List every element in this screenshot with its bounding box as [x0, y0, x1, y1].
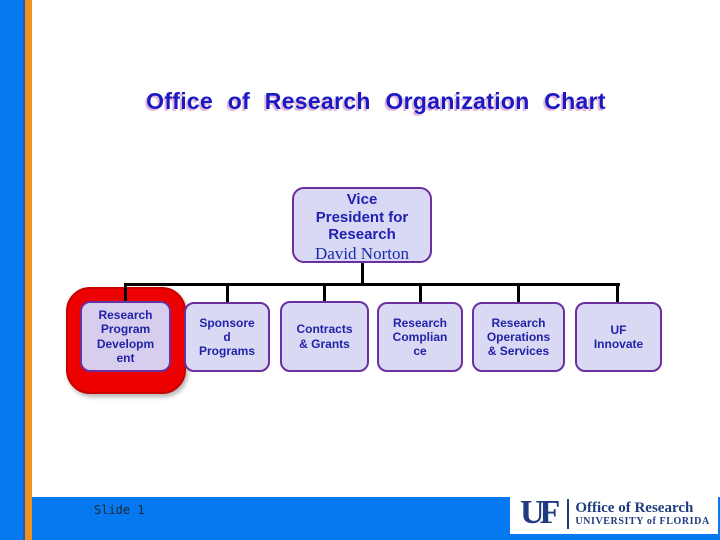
- slide-title: Office of Research Organization Chart: [146, 88, 606, 114]
- org-box-sponsored-programs: Sponsore d Programs: [184, 302, 270, 372]
- logo-unit-name: Office of Research: [575, 499, 694, 516]
- connector-drop-4: [419, 285, 422, 302]
- org-box-uf-innovate: UF Innovate: [575, 302, 662, 372]
- org-box-contracts-grants: Contracts & Grants: [280, 301, 369, 372]
- org-root-title: Vice President for Research: [315, 191, 409, 244]
- logo-divider: [567, 499, 570, 529]
- logo-institution-name: UNIVERSITY of FLORIDA: [575, 516, 710, 528]
- connector-drop-1: [124, 285, 127, 302]
- slide-number-label: Slide 1: [94, 503, 145, 517]
- left-stripe-divider: [23, 0, 25, 540]
- connector-horizontal: [124, 283, 620, 286]
- org-box-research-compliance: Research Complian ce: [377, 302, 463, 372]
- connector-drop-6: [616, 285, 619, 302]
- uf-monogram-icon: UF: [520, 494, 560, 531]
- connector-drop-5: [517, 285, 520, 302]
- connector-drop-3: [323, 285, 326, 302]
- org-root-name: David Norton: [315, 243, 409, 263]
- connector-drop-2: [226, 285, 229, 302]
- org-box-vice-president: Vice President for Research David Norton: [292, 187, 432, 263]
- connector-riser: [361, 262, 364, 284]
- uf-logo-plate: UF Office of Research UNIVERSITY of FLOR…: [510, 494, 718, 534]
- left-orange-stripe: [25, 0, 32, 540]
- org-box-research-program-development: Research Program Developm ent: [80, 301, 171, 372]
- org-box-research-operations-services: Research Operations & Services: [472, 302, 565, 372]
- logo-text: Office of Research UNIVERSITY of FLORIDA: [575, 500, 709, 529]
- left-blue-stripe: [0, 0, 23, 540]
